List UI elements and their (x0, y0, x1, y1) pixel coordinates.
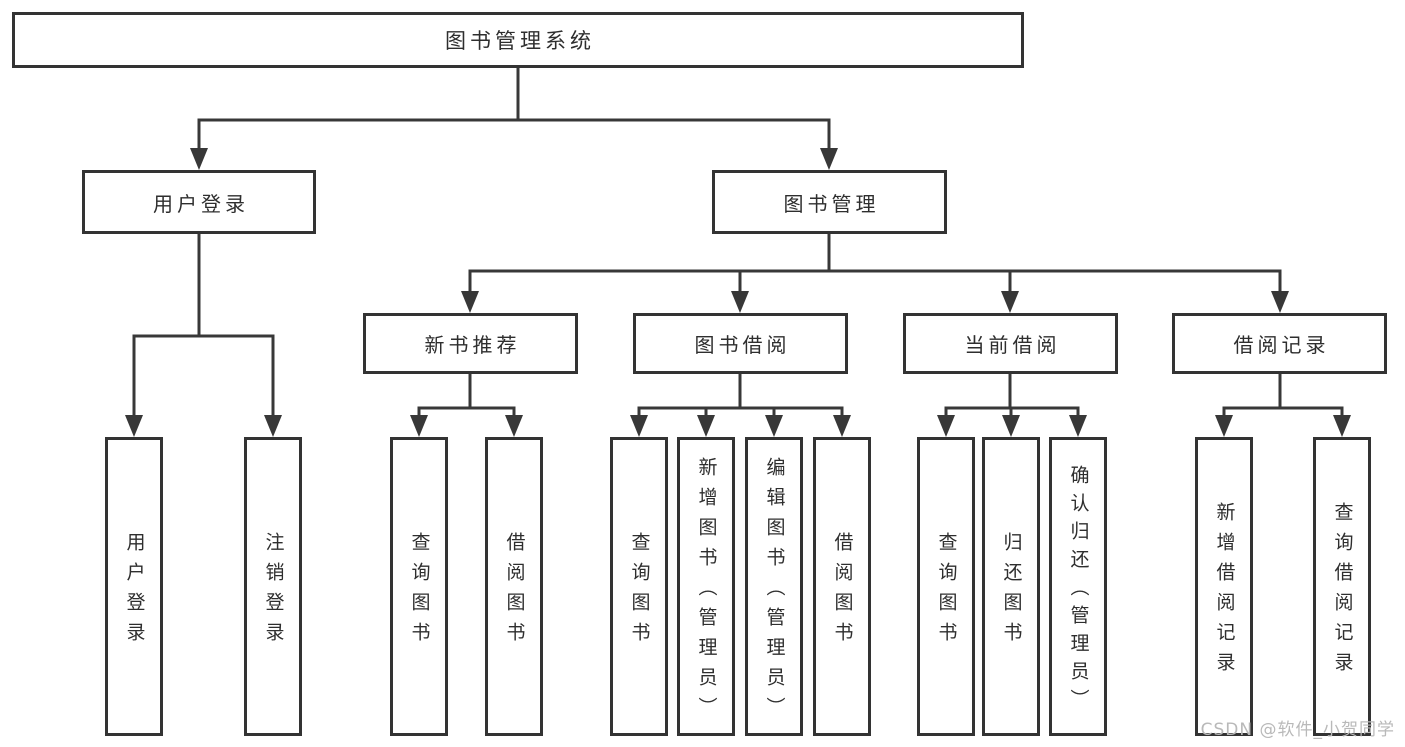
leaf-return-books-label: 归还图书 (1000, 532, 1023, 652)
csdn-watermark: CSDN @软件_小贺同学 (1200, 720, 1395, 740)
leaf-query-borrow-record-label: 查询借阅记录 (1331, 502, 1354, 682)
leaf-add-borrow-record: 新增借阅记录 (1195, 437, 1253, 736)
leaf-query-books-recommend: 查询图书 (390, 437, 448, 736)
node-borrowing-records: 借阅记录 (1172, 313, 1387, 374)
leaf-query-books-borrowing: 查询图书 (610, 437, 668, 736)
leaf-add-books-admin-label: 新增图书（管理员） (695, 457, 718, 727)
node-book-borrowing-label: 图书借阅 (694, 333, 791, 357)
leaf-edit-books-admin: 编辑图书（管理员） (745, 437, 803, 736)
leaf-confirm-return-admin: 确认归还（管理员） (1049, 437, 1107, 736)
leaf-logout: 注销登录 (244, 437, 302, 736)
node-new-book-recommend-label: 新书推荐 (424, 333, 521, 357)
leaf-query-borrow-record: 查询借阅记录 (1313, 437, 1371, 736)
leaf-return-books: 归还图书 (982, 437, 1040, 736)
leaf-query-books-borrowing-label: 查询图书 (628, 532, 651, 652)
leaf-borrow-books-borrowing: 借阅图书 (813, 437, 871, 736)
leaf-add-borrow-record-label: 新增借阅记录 (1213, 502, 1236, 682)
node-new-book-recommend: 新书推荐 (363, 313, 578, 374)
node-book-management: 图书管理 (712, 170, 947, 234)
leaf-borrow-books-recommend-label: 借阅图书 (503, 532, 526, 652)
leaf-borrow-books-recommend: 借阅图书 (485, 437, 543, 736)
node-system-root: 图书管理系统 (12, 12, 1024, 68)
leaf-add-books-admin: 新增图书（管理员） (677, 437, 735, 736)
node-user-login: 用户登录 (82, 170, 316, 234)
leaf-query-books-current-label: 查询图书 (935, 532, 958, 652)
leaf-edit-books-admin-label: 编辑图书（管理员） (763, 457, 786, 727)
node-current-borrowing: 当前借阅 (903, 313, 1118, 374)
connector-strokes (132, 66, 1344, 420)
node-current-borrowing-label: 当前借阅 (964, 333, 1061, 357)
node-book-management-label: 图书管理 (783, 191, 880, 216)
leaf-user-login: 用户登录 (105, 437, 163, 736)
node-user-login-label: 用户登录 (153, 191, 249, 216)
connector-arrowheads (125, 148, 1351, 437)
node-system-root-label: 图书管理系统 (445, 29, 595, 53)
leaf-user-login-label: 用户登录 (123, 532, 146, 652)
leaf-query-books-current: 查询图书 (917, 437, 975, 736)
leaf-borrow-books-borrowing-label: 借阅图书 (831, 532, 854, 652)
leaf-logout-label: 注销登录 (262, 532, 285, 652)
leaf-query-books-recommend-label: 查询图书 (408, 532, 431, 652)
leaf-confirm-return-admin-label: 确认归还（管理员） (1067, 465, 1090, 717)
node-borrowing-records-label: 借阅记录 (1233, 333, 1330, 357)
node-book-borrowing: 图书借阅 (633, 313, 848, 374)
